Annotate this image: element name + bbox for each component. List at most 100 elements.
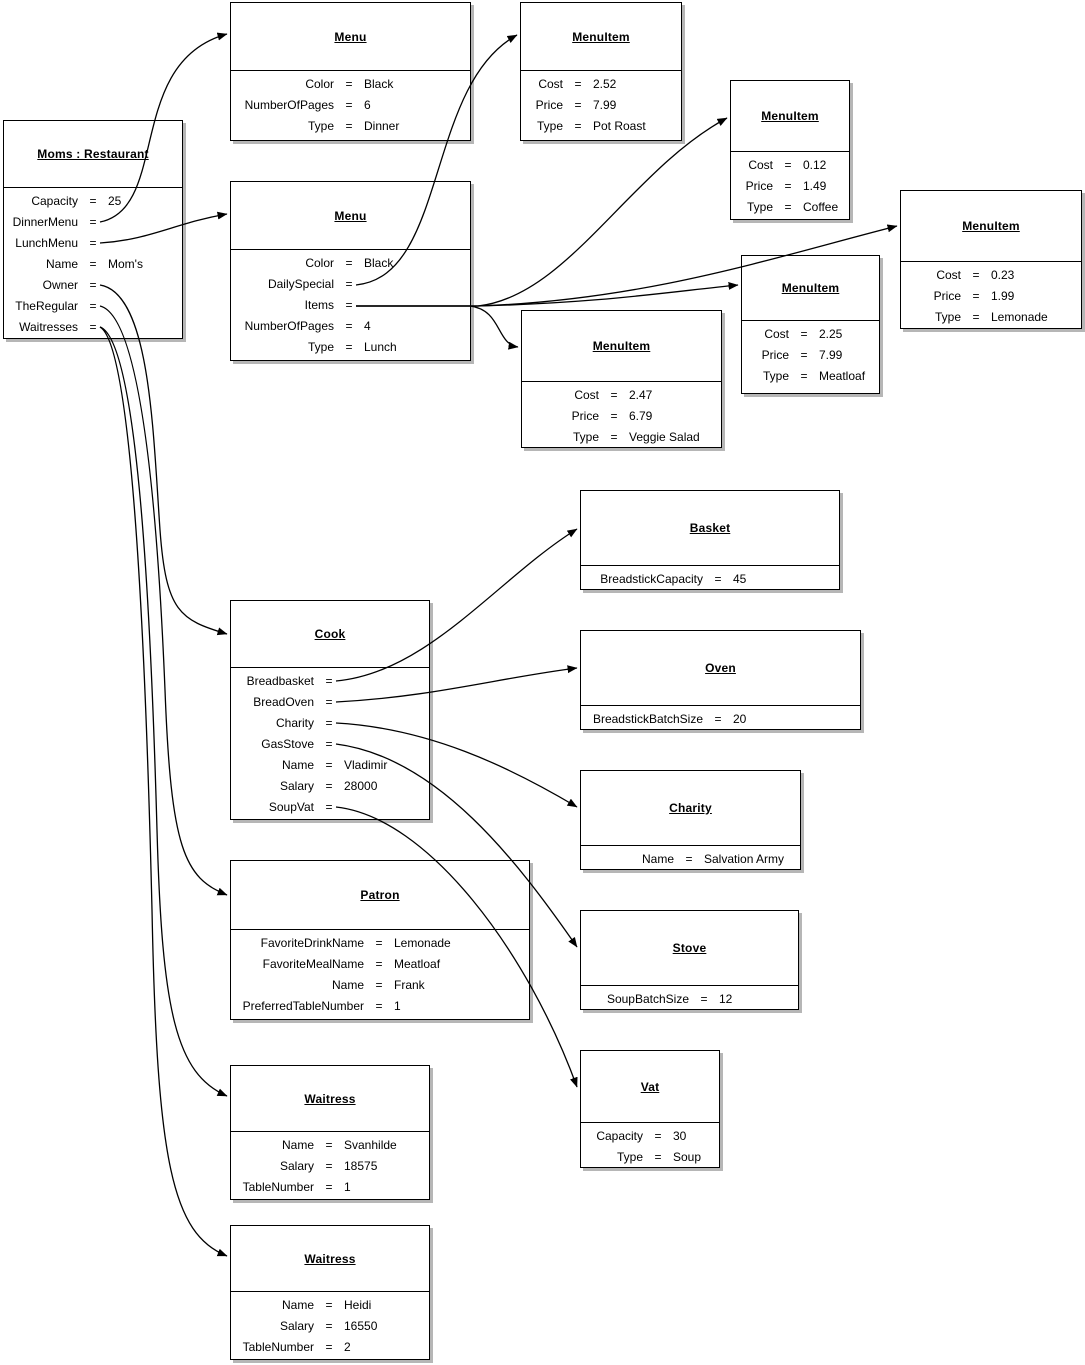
equals-sign: = [345,98,353,112]
node-title: MenuItem [901,191,1081,262]
attribute-row: Salary=18575 [231,1156,429,1177]
equals-sign: = [325,1138,333,1152]
attribute-row: DailySpecial= [231,274,470,295]
attribute-name: Name [281,1298,314,1312]
attribute-row: FavoriteDrinkName=Lemonade [231,933,529,954]
attribute-value: Lemonade [394,936,451,950]
equals-sign: = [800,348,808,362]
attribute-name: Items [304,298,334,312]
attribute-section: BreadstickCapacity=45 [581,566,839,590]
attribute-value: Veggie Salad [629,430,700,444]
equals-sign: = [325,716,333,730]
attribute-row: Salary=28000 [231,776,429,797]
equals-sign: = [89,278,97,292]
attribute-reference-origin [344,692,429,713]
attribute-name: Type [746,200,773,214]
attribute-value: 2 [344,1340,351,1354]
equals-sign: = [685,852,693,866]
attribute-name: GasStove [261,737,314,751]
node-title: MenuItem [522,311,721,382]
node-title: Patron [231,861,529,930]
attribute-name: Cost [574,388,599,402]
association-arrow-moms-TheRegular-to-patron [99,305,228,896]
attribute-name: BreadOven [253,695,314,709]
equals-sign: = [325,1180,333,1194]
attribute-name: Name [45,257,78,271]
attribute-row: Price=7.99 [742,345,879,366]
attribute-name: Type [572,430,599,444]
attribute-row: Type=Veggie Salad [522,427,721,448]
equals-sign: = [325,800,333,814]
attribute-reference-origin [108,275,182,296]
attribute-value: 18575 [344,1159,378,1173]
attribute-name: PreferredTableNumber [242,999,364,1013]
attribute-row: Cost=0.23 [901,265,1081,286]
attribute-name: SoupVat [268,800,314,814]
equals-sign: = [972,289,980,303]
attribute-row: Capacity=25 [4,191,182,212]
attribute-name: FavoriteMealName [262,957,364,971]
equals-sign: = [345,340,353,354]
attribute-value: 4 [364,319,371,333]
equals-sign: = [325,1319,333,1333]
node-title: Basket [581,491,839,566]
attribute-row: DinnerMenu = [4,212,182,233]
association-arrow-moms-Waitresses-to-waitress-2 [99,326,228,1257]
attribute-name: NumberOfPages [244,319,334,333]
attribute-value: Heidi [344,1298,372,1312]
attribute-row: Price=7.99 [521,95,681,116]
attribute-value: Mom's [108,257,143,271]
attribute-row: Cost=0.12 [731,155,849,176]
node-title: Vat [581,1051,719,1123]
equals-sign: = [325,737,333,751]
equals-sign: = [325,674,333,688]
attribute-name: TableNumber [242,1180,314,1194]
equals-sign: = [89,257,97,271]
attribute-name: Type [934,310,961,324]
attribute-value: 1.49 [803,179,827,193]
equals-sign: = [574,98,582,112]
equals-sign: = [714,712,722,726]
attribute-row: Price=1.99 [901,286,1081,307]
attribute-value: 6 [364,98,371,112]
equals-sign: = [972,268,980,282]
attribute-row: GasStove = [231,734,429,755]
attribute-row: SoupBatchSize=12 [581,989,798,1010]
attribute-name: Price [571,409,599,423]
attribute-reference-origin [344,797,429,818]
attribute-section: Breadbasket=BreadOven=Charity=GasStove=N… [231,668,429,818]
attribute-name: Cost [538,77,563,91]
attribute-reference-origin [108,317,182,338]
equals-sign: = [89,215,97,229]
attribute-row: Capacity=30 [581,1126,719,1147]
attribute-reference-origin [344,734,429,755]
attribute-reference-origin [108,233,182,254]
attribute-reference-origin [108,212,182,233]
attribute-row: FavoriteMealName=Meatloaf [231,954,529,975]
attribute-value: Coffee [803,200,839,214]
attribute-name: Type [536,119,563,133]
attribute-row: BreadstickCapacity=45 [581,569,839,590]
attribute-name: DinnerMenu [12,215,78,229]
